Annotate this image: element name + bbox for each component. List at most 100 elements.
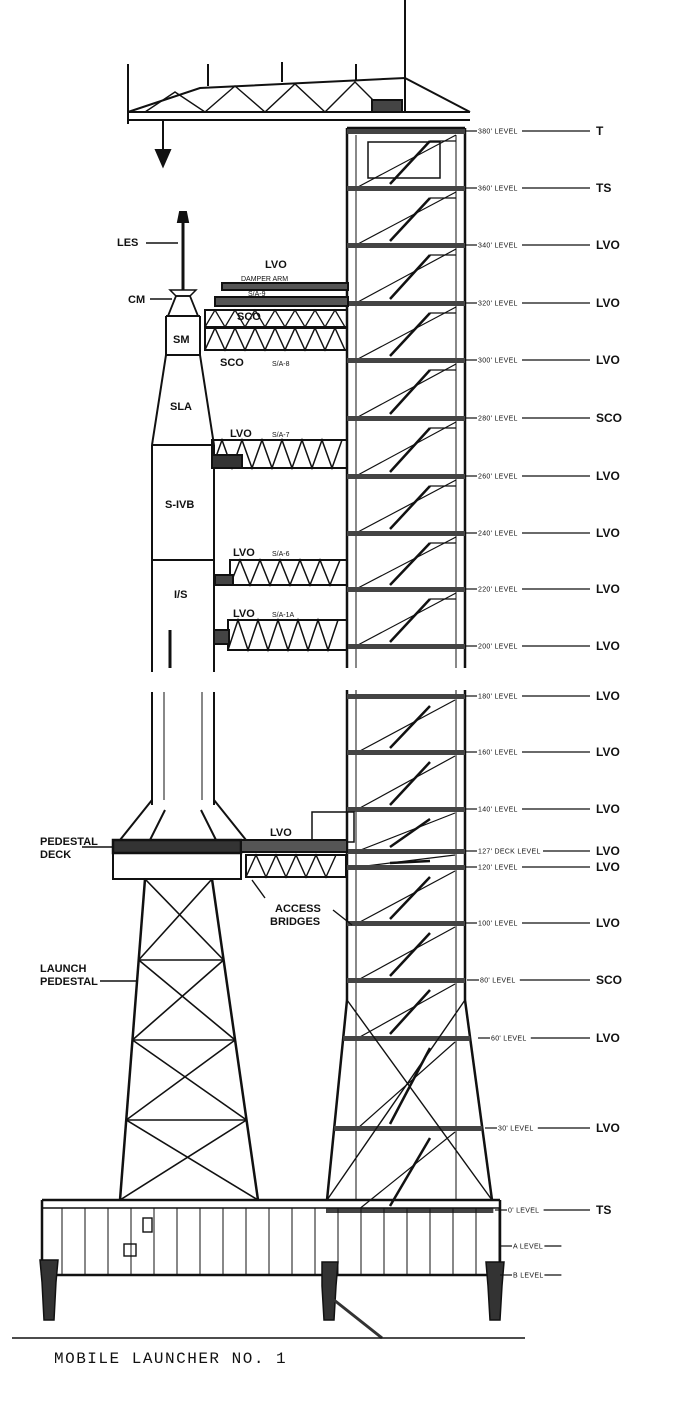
level-label: A LEVEL <box>513 1244 543 1251</box>
level-tag: SCO <box>596 973 622 987</box>
umbilical-tower-lower <box>311 690 494 1213</box>
label-arm1a: S/A-1A <box>272 612 295 619</box>
support-mounts <box>39 1259 505 1340</box>
level-callout: A LEVEL <box>500 1244 562 1251</box>
label-sco-lower: SCO <box>220 357 244 369</box>
saturn-v-vehicle <box>117 211 249 841</box>
service-arms <box>204 282 349 653</box>
level-callout: 320' LEVEL LVO <box>465 296 620 310</box>
level-label: 140' LEVEL <box>478 807 518 814</box>
level-callout: 30' LEVEL LVO <box>485 1121 620 1135</box>
level-label: 300' LEVEL <box>478 358 518 365</box>
level-callout: 360' LEVEL TS <box>465 181 611 195</box>
level-callout: 260' LEVEL LVO <box>465 469 620 483</box>
level-tag: TS <box>596 181 611 195</box>
label-cm: CM <box>128 294 145 306</box>
level-label: 127' DECK LEVEL <box>478 849 541 856</box>
level-label: 260' LEVEL <box>478 474 518 481</box>
level-label: 100' LEVEL <box>478 921 518 928</box>
figure-caption: MOBILE LAUNCHER NO. 1 <box>54 1350 288 1368</box>
level-label: B LEVEL <box>513 1273 544 1280</box>
level-tag: LVO <box>596 238 620 252</box>
label-arm8: S/A-8 <box>272 361 290 368</box>
label-is: I/S <box>174 589 187 601</box>
hammerhead-crane <box>127 0 471 169</box>
level-tag: LVO <box>596 916 620 930</box>
level-label: 30' LEVEL <box>498 1126 534 1133</box>
label-damper-lvo: LVO <box>265 259 287 271</box>
level-label: 380' LEVEL <box>478 129 518 136</box>
level-callout: 0' LEVEL TS <box>495 1203 611 1217</box>
level-tag: LVO <box>596 469 620 483</box>
level-callout: 380' LEVEL T <box>465 124 604 138</box>
level-callout: 60' LEVEL LVO <box>478 1031 620 1045</box>
access-bridges <box>240 839 348 879</box>
umbilical-tower-upper <box>345 126 467 668</box>
level-tag: LVO <box>596 689 620 703</box>
level-label: 360' LEVEL <box>478 186 518 193</box>
label-launch-2: PEDESTAL <box>40 976 98 988</box>
label-sm: SM <box>173 334 190 346</box>
label-launch-1: LAUNCH <box>40 963 86 975</box>
launcher-base <box>12 1198 525 1340</box>
level-tag: TS <box>596 1203 611 1217</box>
structure-labels: PEDESTAL DECK ACCESS BRIDGES LAUNCH PEDE… <box>40 836 353 988</box>
level-label: 240' LEVEL <box>478 531 518 538</box>
label-damper-arm: DAMPER ARM <box>241 276 288 283</box>
level-callout: 120' LEVEL LVO <box>465 860 620 874</box>
level-callout: 280' LEVEL SCO <box>465 411 622 425</box>
level-tag: T <box>596 124 604 138</box>
launch-pedestal <box>111 838 260 1201</box>
level-label: 60' LEVEL <box>491 1036 527 1043</box>
arm-labels: LVO DAMPER ARM S/A-9 SCO SCO S/A-8 LVO S… <box>220 259 295 839</box>
label-arm7: S/A-7 <box>272 432 290 439</box>
label-access-2: BRIDGES <box>270 916 320 928</box>
label-bridge-lvo: LVO <box>270 827 292 839</box>
label-sco-upper: SCO <box>237 311 261 323</box>
label-pedestal-deck-1: PEDESTAL <box>40 836 98 848</box>
level-label: 220' LEVEL <box>478 587 518 594</box>
level-tag: SCO <box>596 411 622 425</box>
level-label: 120' LEVEL <box>478 865 518 872</box>
vehicle-labels: LES CM SM SLA S-IVB I/S <box>117 237 194 601</box>
level-label: 0' LEVEL <box>508 1208 539 1215</box>
level-callout: 160' LEVEL LVO <box>465 745 620 759</box>
level-tag: LVO <box>596 296 620 310</box>
level-tag: LVO <box>596 639 620 653</box>
label-les: LES <box>117 237 138 249</box>
level-callout: 100' LEVEL LVO <box>465 916 620 930</box>
level-tag: LVO <box>596 802 620 816</box>
level-callout: 140' LEVEL LVO <box>465 802 620 816</box>
label-sla: SLA <box>170 401 192 413</box>
level-label: 320' LEVEL <box>478 301 518 308</box>
label-access-1: ACCESS <box>275 903 321 915</box>
level-tag: LVO <box>596 745 620 759</box>
label-lvo1a: LVO <box>233 608 255 620</box>
level-callout: 240' LEVEL LVO <box>465 526 620 540</box>
level-tag: LVO <box>596 844 620 858</box>
label-pedestal-deck-2: DECK <box>40 849 71 861</box>
level-callout: 200' LEVEL LVO <box>465 639 620 653</box>
label-lvo6: LVO <box>233 547 255 559</box>
label-s4b: S-IVB <box>165 499 194 511</box>
level-tag: LVO <box>596 526 620 540</box>
level-tag: LVO <box>596 353 620 367</box>
level-label: 280' LEVEL <box>478 416 518 423</box>
label-arm6: S/A-6 <box>272 551 290 558</box>
level-tag: LVO <box>596 1031 620 1045</box>
level-label: 340' LEVEL <box>478 243 518 250</box>
level-callout: 300' LEVEL LVO <box>465 353 620 367</box>
level-callout: B LEVEL <box>500 1273 562 1280</box>
level-tag: LVO <box>596 1121 620 1135</box>
level-label: 160' LEVEL <box>478 750 518 757</box>
level-tag: LVO <box>596 860 620 874</box>
level-callout: 127' DECK LEVEL LVO <box>465 844 620 858</box>
level-label: 200' LEVEL <box>478 644 518 651</box>
level-callout: 220' LEVEL LVO <box>465 582 620 596</box>
level-callout: 340' LEVEL LVO <box>465 238 620 252</box>
level-tag: LVO <box>596 582 620 596</box>
